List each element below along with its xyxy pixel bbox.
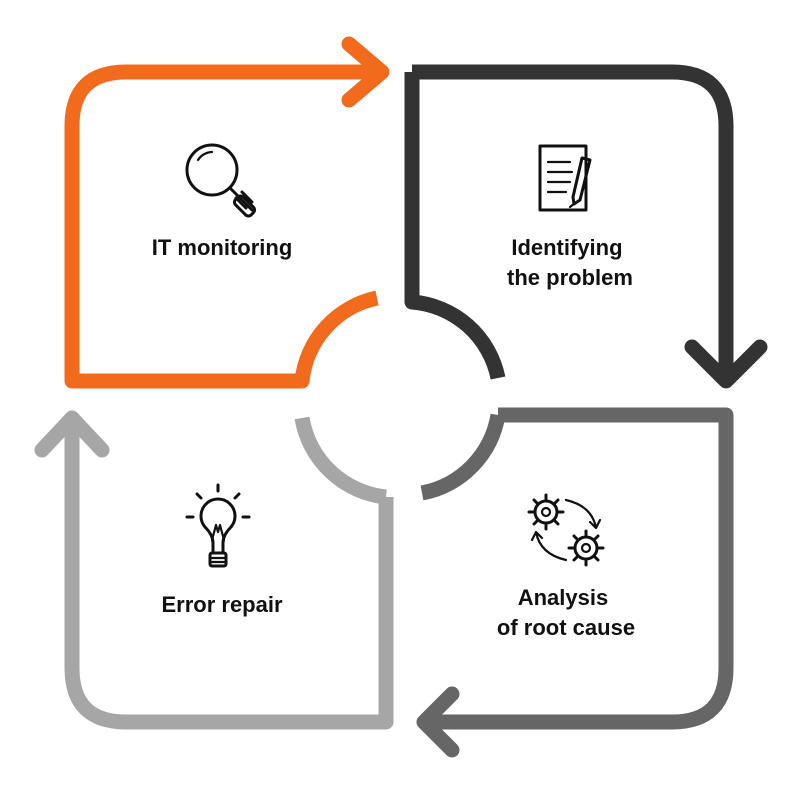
stage-identifying-loop bbox=[404, 64, 734, 380]
stage-error-repair-loop bbox=[64, 416, 394, 730]
stage-error-repair-arrowhead bbox=[34, 410, 110, 458]
stage-analysis-of-root-cause: Analysis of root cause bbox=[416, 407, 734, 758]
magnifier-icon bbox=[185, 143, 257, 218]
stage-analysis-arrowhead bbox=[416, 686, 460, 758]
stage-identifying-the-problem: Identifying the problem bbox=[404, 64, 768, 389]
stage-it-monitoring-arrowhead bbox=[341, 36, 390, 108]
stage-it-monitoring: IT monitoring bbox=[64, 36, 390, 389]
document-pen-icon bbox=[538, 144, 592, 212]
stage-analysis-loop bbox=[420, 407, 734, 730]
stage-error-repair: Error repair bbox=[34, 410, 394, 730]
stage-it-monitoring-loop bbox=[64, 64, 382, 389]
stage-analysis-label: Analysis of root cause bbox=[497, 585, 635, 640]
stage-identifying-arrowhead bbox=[684, 339, 768, 389]
stage-error-repair-label: Error repair bbox=[161, 592, 282, 617]
stage-it-monitoring-label: IT monitoring bbox=[152, 235, 293, 260]
gears-cycle-icon bbox=[527, 493, 605, 567]
lightbulb-icon bbox=[185, 483, 251, 568]
stage-identifying-label: Identifying the problem bbox=[507, 235, 633, 290]
